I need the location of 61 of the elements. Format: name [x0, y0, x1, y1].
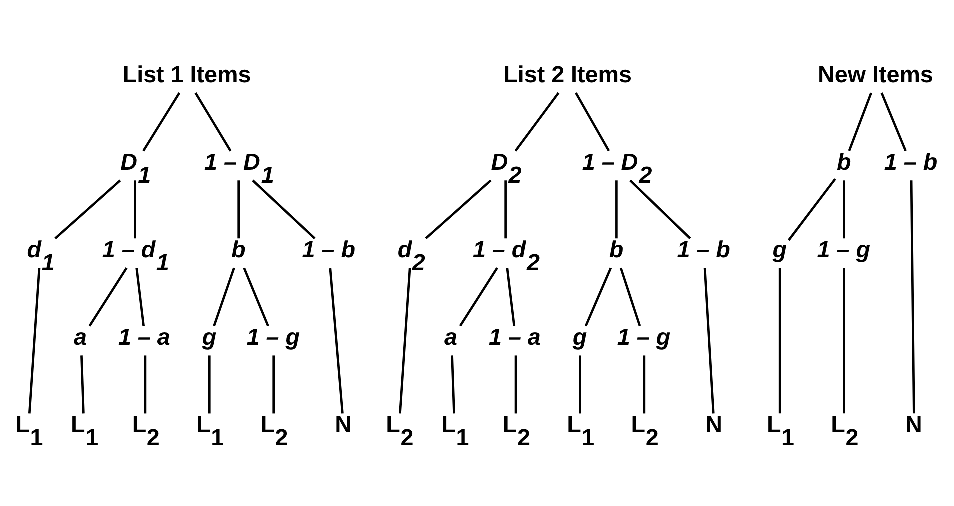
node-text: List 2 Items: [504, 61, 632, 88]
connector: [843, 180, 846, 238]
connector: [704, 268, 715, 414]
connector: [880, 92, 907, 152]
node-text: b: [609, 236, 624, 262]
connector: [28, 268, 41, 414]
connector: [778, 268, 782, 414]
node-text: 1 – g: [246, 324, 300, 350]
node-text: b: [836, 148, 852, 175]
node-text: N: [335, 411, 352, 438]
node-text: a: [74, 324, 87, 350]
connector: [616, 180, 618, 238]
node-text: 1 – b: [884, 148, 938, 175]
node-text: 1 – a: [489, 324, 541, 350]
connector: [451, 355, 456, 414]
node-text: g: [572, 324, 588, 350]
connector: [620, 267, 642, 326]
connector: [213, 267, 236, 326]
node-text: 1 – g: [817, 236, 870, 262]
connector: [252, 179, 316, 239]
connector: [514, 355, 518, 414]
connector: [630, 179, 692, 239]
connector: [80, 355, 85, 414]
connector: [848, 92, 872, 151]
connector: [788, 178, 836, 241]
connector: [88, 267, 128, 326]
node-text: N: [706, 411, 723, 438]
connector: [142, 92, 181, 152]
connector: [584, 267, 612, 326]
connector: [272, 355, 275, 414]
connector: [843, 268, 846, 414]
connector: [54, 179, 122, 239]
connector: [910, 180, 916, 414]
connector: [134, 180, 136, 238]
connector: [208, 355, 211, 414]
node-text: g: [772, 236, 788, 262]
node-text: 1 – b: [302, 236, 356, 262]
connector: [238, 180, 240, 238]
connector: [329, 268, 344, 414]
node-text: New Items: [818, 61, 934, 88]
node-text: N: [906, 411, 922, 438]
node-text: b: [232, 236, 246, 262]
connector: [506, 268, 516, 326]
connector: [194, 92, 232, 152]
connector: [504, 180, 507, 238]
connector: [643, 355, 646, 414]
connector: [579, 355, 582, 414]
connector: [136, 268, 145, 326]
connector: [575, 92, 610, 152]
node-text: 1 – b: [677, 236, 730, 262]
node-text: 1 – a: [118, 324, 170, 350]
connector: [399, 268, 412, 414]
connector: [459, 267, 498, 326]
connector: [144, 355, 147, 414]
node-text: List 1 Items: [122, 61, 252, 88]
node-text: g: [202, 324, 217, 350]
node-text: 1 – g: [617, 324, 671, 350]
node-text: a: [444, 324, 458, 350]
connector: [514, 92, 560, 152]
connector: [243, 267, 270, 326]
connector: [425, 179, 492, 239]
